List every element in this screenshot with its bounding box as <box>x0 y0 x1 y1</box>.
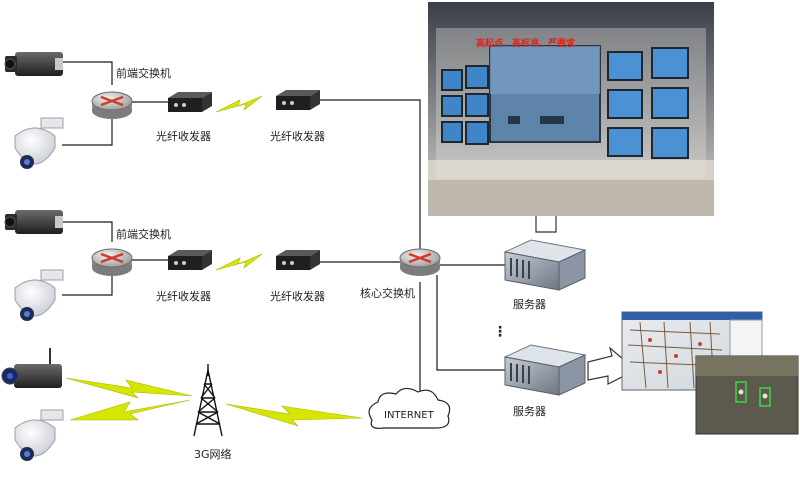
network-3g-label: 3G网络 <box>194 447 232 461</box>
dome-camera-icon <box>14 117 64 169</box>
fiber-transceiver-icon <box>168 250 212 270</box>
server-1-label: 服务器 <box>513 298 546 311</box>
fiber-2b-label: 光纤收发器 <box>270 289 325 303</box>
server-2-label: 服务器 <box>513 405 546 418</box>
cell-tower-icon <box>193 364 223 437</box>
line-core-server2 <box>436 275 505 371</box>
box-camera-icon <box>4 210 63 234</box>
lightning-icon <box>65 377 193 399</box>
connection-lines <box>62 61 505 398</box>
fiber-2a-label: 光纤收发器 <box>156 289 211 303</box>
front-switch-2-label: 前端交换机 <box>116 227 171 241</box>
dome-camera-icon <box>14 269 64 321</box>
line-cam2-switch2 <box>62 221 113 242</box>
server-icon <box>503 239 587 291</box>
line-dome2-switch2 <box>62 275 113 296</box>
ellipsis-label: ⋮ <box>493 324 507 340</box>
router-icon <box>91 248 133 276</box>
lightning-icon <box>215 253 263 271</box>
box-camera-icon <box>4 52 63 76</box>
fiber-1a-label: 光纤收发器 <box>156 129 211 143</box>
fiber-transceiver-icon <box>168 92 212 112</box>
cloud-icon <box>368 387 451 429</box>
wireless-camera-icon <box>1 348 62 388</box>
line-dome1-switch1 <box>62 118 113 146</box>
control-room-banner: 高起点、高标准、严要求 <box>476 37 576 49</box>
lightning-icon <box>215 95 263 113</box>
fiber-transceiver-icon <box>276 250 320 270</box>
line-cam1-switch1 <box>62 61 113 85</box>
core-switch-label: 核心交换机 <box>360 286 415 300</box>
fiber-transceiver-icon <box>276 90 320 110</box>
router-icon <box>91 91 133 119</box>
fiber-1b-label: 光纤收发器 <box>270 129 325 143</box>
line-fiber1-core <box>318 99 421 250</box>
internet-label: INTERNET <box>384 410 435 421</box>
lightning-icon <box>69 399 191 421</box>
wireless-links <box>65 95 363 427</box>
control-room-photo: 高起点、高标准、严要求 <box>428 2 714 216</box>
dome-camera-icon <box>14 409 64 461</box>
lightning-icon <box>225 403 363 427</box>
core-router-icon <box>399 248 441 276</box>
surveillance-photo <box>695 355 799 435</box>
front-switch-1-label: 前端交换机 <box>116 66 171 80</box>
server-icon <box>503 344 587 396</box>
